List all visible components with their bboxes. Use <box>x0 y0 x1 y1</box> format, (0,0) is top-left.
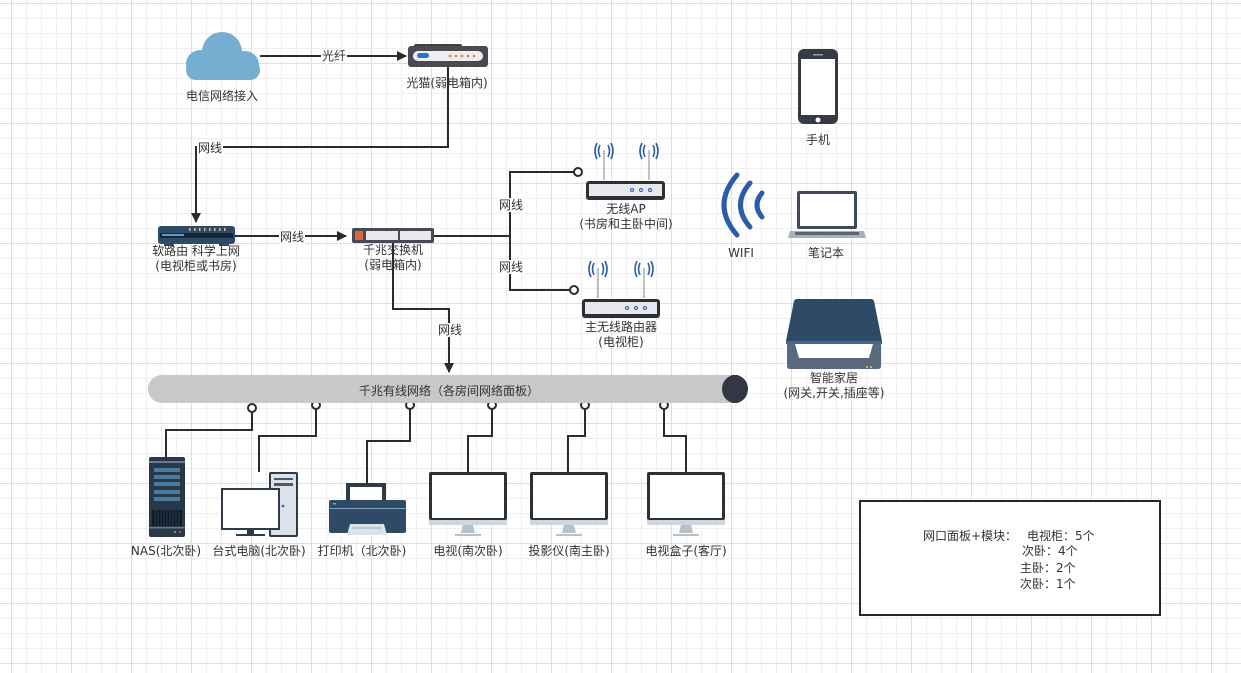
monitor-icon-tvbox[interactable] <box>647 472 725 536</box>
nas-label: NAS(北次卧) <box>130 544 202 558</box>
smart-home-label-line2: (网关,开关,插座等) <box>783 386 885 400</box>
edge-label-switch-bus: 网线 <box>436 323 464 337</box>
edge-bus-nas <box>165 412 253 458</box>
main-router-label-line1: 主无线路由器 <box>584 320 658 334</box>
edge-bus-tvbox <box>663 409 687 472</box>
edge-switch-bus <box>392 240 454 373</box>
phone-icon[interactable] <box>798 49 838 124</box>
laptop-label: 笔记本 <box>807 246 845 260</box>
note-line-1: 电视柜：5个 <box>1027 529 1095 543</box>
switch-icon[interactable] <box>352 228 434 243</box>
monitor-icon-tv[interactable] <box>429 472 507 536</box>
soft-router-label-line1: 软路由 科学上网 <box>152 244 240 258</box>
note-line-3: 主卧：2个 <box>1020 561 1076 575</box>
edge-switch-main-router <box>509 236 570 291</box>
bus-label: 千兆有线网络（各房间网络面板） <box>358 384 540 398</box>
smart-home-label: 智能家居 (网关,开关,插座等) <box>784 371 885 401</box>
scanner-icon[interactable] <box>786 299 882 369</box>
ap-label-line1: 无线AP <box>606 202 646 216</box>
main-router-label-line2: (电视柜) <box>598 335 644 349</box>
monitor-icon-projector[interactable] <box>530 472 608 536</box>
ap-label: 无线AP (书房和主卧中间) <box>579 202 672 232</box>
main-router-label: 主无线路由器 (电视柜) <box>585 320 657 350</box>
switch-label-line2: (弱电箱内) <box>364 258 422 272</box>
smart-home-label-line1: 智能家居 <box>809 371 858 385</box>
edge-bus-projector <box>567 409 586 472</box>
printer-label: 打印机（北次卧) <box>317 544 407 558</box>
wired-network-bus[interactable] <box>148 375 748 403</box>
wireless-ap-icon[interactable] <box>586 142 665 200</box>
port-main-router <box>569 285 579 295</box>
switch-label: 千兆交换机 (弱电箱内) <box>363 243 423 273</box>
port-count-note: 网口面板+模块： 电视柜：5个 次卧：4个 主卧：2个 次卧：1个 <box>859 500 1161 616</box>
port-ap <box>573 167 583 177</box>
connectors <box>165 51 687 483</box>
wifi-icon <box>721 172 765 238</box>
edge-label-router-switch: 网线 <box>278 230 306 244</box>
port-nas <box>247 403 257 413</box>
laptop-icon[interactable] <box>788 191 866 238</box>
desktop-icon[interactable] <box>221 472 298 537</box>
phone-label: 手机 <box>805 133 831 147</box>
router-icon[interactable] <box>158 226 235 246</box>
note-title: 网口面板+模块： <box>923 529 1018 543</box>
desktop-label: 台式电脑(北次卧) <box>212 544 306 558</box>
edge-bus-tv <box>467 409 493 472</box>
edge-label-fiber: 光纤 <box>320 49 348 63</box>
server-icon[interactable] <box>149 457 185 537</box>
edge-label-switch-main-router: 网线 <box>497 260 525 274</box>
tv-label: 电视(南次卧) <box>433 544 503 558</box>
internet-label: 电信网络接入 <box>185 89 259 103</box>
note-line-4: 次卧：1个 <box>1020 577 1076 591</box>
printer-icon[interactable] <box>329 483 406 535</box>
wifi-label: WIFI <box>728 246 754 260</box>
tvbox-label: 电视盒子(客厅) <box>645 544 727 558</box>
optical-modem-icon[interactable] <box>408 44 488 67</box>
edge-label-switch-ap: 网线 <box>497 198 525 212</box>
switch-label-line1: 千兆交换机 <box>362 243 424 257</box>
note-line-2: 次卧：4个 <box>1022 544 1078 558</box>
edge-label-modem-router: 网线 <box>196 141 224 155</box>
soft-router-label-line2: (电视柜或书房) <box>155 259 237 273</box>
cloud-icon <box>186 32 260 80</box>
edge-bus-printer <box>366 409 411 483</box>
edge-bus-desktop <box>258 409 317 472</box>
soft-router-label: 软路由 科学上网 (电视柜或书房) <box>152 244 240 274</box>
modem-label: 光猫(弱电箱内) <box>406 76 488 90</box>
wireless-router-icon[interactable] <box>582 260 660 318</box>
projector-label: 投影仪(南主卧) <box>528 544 610 558</box>
edge-modem-router <box>191 66 449 223</box>
ap-label-line2: (书房和主卧中间) <box>579 217 673 231</box>
